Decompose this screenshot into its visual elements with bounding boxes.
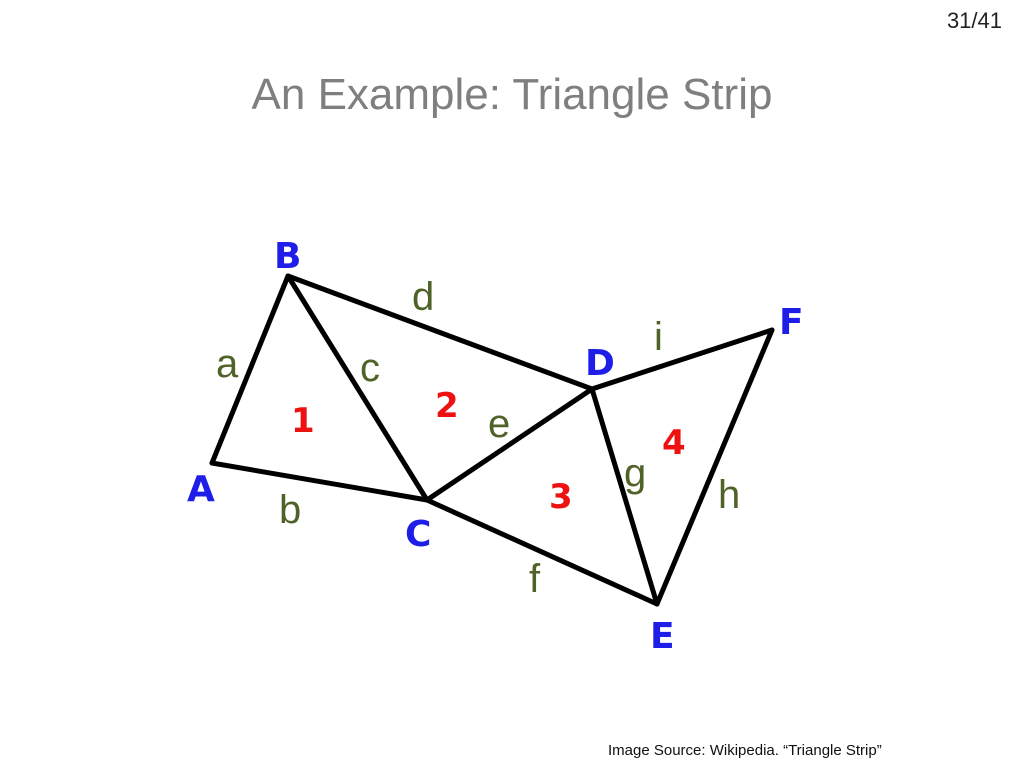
edge-label-g: g bbox=[624, 451, 646, 495]
triangle-label-4: 4 bbox=[662, 423, 686, 463]
edge-e-line bbox=[424, 386, 595, 503]
edge-b-line bbox=[209, 460, 430, 503]
edge-label-b: b bbox=[279, 488, 301, 532]
edge-label-h: h bbox=[718, 473, 740, 517]
edge-h-line bbox=[654, 327, 775, 607]
edge-label-d: d bbox=[412, 275, 434, 319]
edge-label-a: a bbox=[216, 342, 239, 386]
edge-g-line bbox=[589, 386, 660, 607]
triangle-label-1: 1 bbox=[291, 401, 315, 441]
edge-i-line bbox=[589, 327, 775, 392]
edge-c-line bbox=[285, 273, 430, 503]
triangle-label-2: 2 bbox=[435, 386, 459, 426]
edge-d-line bbox=[285, 273, 595, 392]
triangle-label-3: 3 bbox=[549, 477, 573, 517]
slide-title: An Example: Triangle Strip bbox=[251, 70, 773, 119]
edge-label-i: i bbox=[654, 315, 663, 359]
vertex-label-f: F bbox=[779, 302, 804, 343]
edge-label-c: c bbox=[360, 346, 380, 390]
edge-a-line bbox=[209, 273, 291, 466]
page-number: 31/41 bbox=[946, 8, 1002, 33]
vertex-label-a: A bbox=[187, 469, 215, 510]
edge-label-e: e bbox=[488, 402, 510, 446]
vertex-label-e: E bbox=[650, 616, 675, 657]
vertex-label-c: C bbox=[405, 514, 431, 555]
vertex-label-b: B bbox=[274, 236, 301, 277]
edge-label-f: f bbox=[529, 557, 541, 601]
vertex-label-d: D bbox=[585, 343, 615, 384]
edge-f-line bbox=[424, 497, 660, 607]
image-source-caption: Image Source: Wikipedia. “Triangle Strip… bbox=[608, 742, 882, 759]
